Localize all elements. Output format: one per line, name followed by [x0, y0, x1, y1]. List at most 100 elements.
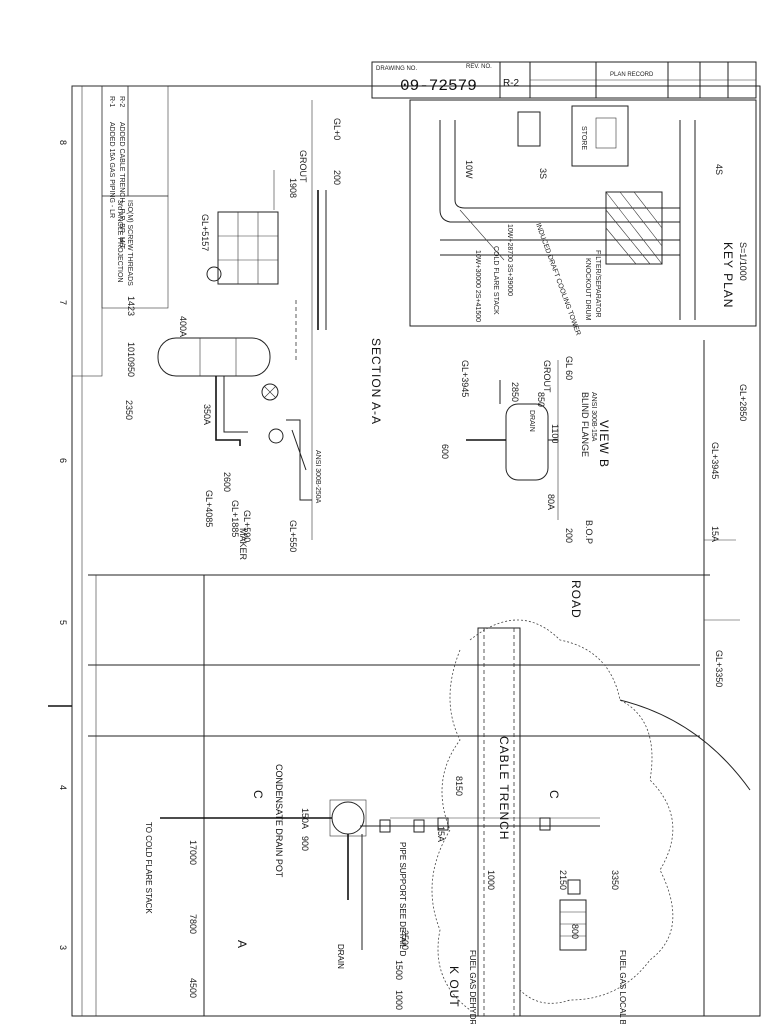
- zone-7: 7: [58, 300, 68, 305]
- store-building: [571, 105, 629, 167]
- dim-800: 800: [570, 924, 580, 939]
- aa-gl-5157: GL+5157: [200, 214, 210, 251]
- aa-dim-1423: 1423: [126, 296, 136, 316]
- aa-dim-1010: 1010: [126, 342, 136, 362]
- dim-17000: 17000: [188, 840, 198, 865]
- rev-entry-2-text: ADDED CABLE TRENCH - R.P. BR. M/T: [118, 122, 125, 250]
- fuel-gas-board: [559, 899, 587, 951]
- view-b: GL+3945 2850 850 600 1100 80A 200 GROUT …: [440, 356, 611, 544]
- plan-record-label: PLAN RECORD: [610, 72, 654, 78]
- vb-dim-200: 200: [564, 528, 574, 543]
- aa-dim-350a: 350A: [202, 404, 212, 425]
- key-plan: 10W 3S 4S STORE COLD FLARE STACK 10W+300…: [409, 99, 757, 337]
- dim-1500: 1500: [394, 960, 404, 980]
- key-plan-scale: S=1/1000: [738, 242, 748, 281]
- zone-6: 6: [58, 458, 68, 463]
- fuel-gas-dehydrator-label: FUEL GAS DEHYDRATOR: [468, 950, 477, 1024]
- zone-3: 3: [58, 945, 68, 950]
- vb-gl-3945: GL+3945: [460, 360, 470, 397]
- dim-4500: 4500: [188, 978, 198, 998]
- aa-gl-4085: GL+4085: [204, 490, 214, 527]
- dim-8150: 8150: [454, 776, 464, 796]
- key-plan-frame: [409, 99, 757, 327]
- aa-dim-950: 950: [126, 362, 136, 377]
- condensate-label: CONDENSATE DRAIN POT: [274, 764, 284, 878]
- revision-strip: 3rd ANGLE PROJECTION ISO(M) SCREW THREAD…: [71, 85, 169, 377]
- vb-blind-flange: BLIND FLANGE: [580, 392, 590, 457]
- drawing-no-label: DRAWING NO.: [376, 66, 417, 72]
- rev-entry-1-text: ADDED 15A GAS PIPING - LR: [108, 122, 115, 218]
- to-flare-stack-label: TO COLD FLARE STACK: [144, 822, 153, 914]
- zone-5: 5: [58, 620, 68, 625]
- knockout-cut-label: K OUT: [447, 966, 461, 1008]
- border-zone-numbers: 8 7 6 5 4 3: [48, 140, 72, 950]
- building-block: [517, 111, 541, 147]
- section-a-a: 1908 1423 1010 950 2350 2600 350A 400A 2…: [124, 100, 383, 561]
- projection-label: 3rd ANGLE PROJECTION: [116, 200, 123, 282]
- cable-trench: [477, 627, 521, 1017]
- road-label: ROAD: [569, 580, 583, 619]
- vb-dim-2850: 2850: [510, 382, 520, 402]
- rev-entry-2-code: R-2: [118, 96, 125, 107]
- dim-3350: 3350: [610, 870, 620, 890]
- vb-gl-60: GL 60: [564, 356, 574, 380]
- aa-maker: MAKER: [238, 528, 248, 561]
- gl-3350: GL+3350: [714, 650, 724, 687]
- thread-label: ISO(M) SCREW THREADS: [126, 200, 133, 286]
- aa-flange-spec: ANSI 300B-250A: [314, 450, 321, 504]
- dim-150a: 150A: [300, 808, 310, 829]
- dim-15a-right: 15A: [710, 526, 720, 542]
- dim-1000b: 1000: [394, 990, 404, 1010]
- revision-code: R-2: [503, 78, 520, 89]
- key-road-10w: 10W: [464, 160, 474, 179]
- drain-label: DRAIN: [336, 944, 345, 969]
- key-stack-coords-2: 10W+28700 3S+39000: [506, 224, 513, 296]
- aa-knockout-drum: [157, 337, 271, 377]
- dim-2500: 2500: [400, 930, 410, 950]
- rev-entry-1-code: R-1: [108, 96, 115, 107]
- zone-4: 4: [58, 785, 68, 790]
- aa-dim-2350: 2350: [124, 400, 134, 420]
- title-block: DRAWING NO. 09-72579 REV. NO. R-2 PLAN R…: [371, 61, 757, 99]
- vb-dim-80a: 80A: [546, 494, 556, 510]
- aa-dim-400a: 400A: [178, 316, 188, 337]
- dim-900: 900: [300, 836, 310, 851]
- key-cold-flare-stack: COLD FLARE STACK: [492, 246, 499, 315]
- key-cooling-tower: INDUCED DRAFT COOLING TOWER: [534, 222, 581, 336]
- vb-dim-1100: 1100: [550, 424, 560, 443]
- dim-7800: 7800: [188, 914, 198, 934]
- condensate-drain-pot: [331, 801, 365, 835]
- pipe-support-label: PIPE SUPPORT SEE DETAIL D: [398, 842, 407, 957]
- vb-drain: DRAIN: [528, 410, 535, 432]
- aa-dim-2600: 2600: [222, 472, 232, 492]
- drawing-number: 09-72579: [400, 77, 477, 95]
- gl-3945: GL+3945: [710, 442, 720, 479]
- aa-gl-1885: GL+1885: [230, 500, 240, 537]
- vb-drain-pot: [505, 403, 549, 481]
- section-a-marker: A: [235, 940, 249, 949]
- vb-flange-spec: ANSI 300B-15A: [590, 392, 597, 442]
- sheet-border: [71, 85, 761, 1017]
- vb-grout: GROUT: [542, 360, 552, 393]
- dim-1000: 1000: [486, 870, 496, 890]
- section-c-marker-left: C: [251, 790, 265, 800]
- aa-enclosure: [217, 211, 279, 285]
- vb-dim-600: 600: [440, 444, 450, 459]
- cable-trench-label: CABLE TRENCH: [497, 736, 511, 840]
- key-store: STORE: [580, 126, 587, 150]
- section-c-marker-right: C: [547, 790, 561, 800]
- key-filter-separator: FILTER/SEPARATOR: [594, 250, 601, 318]
- revision-cloud: [469, 619, 674, 1004]
- aa-dim-1908: 1908: [288, 178, 298, 198]
- dim-2150: 2150: [558, 870, 568, 890]
- dim-15a: 15A: [436, 826, 446, 842]
- view-b-title: VIEW B: [597, 420, 611, 468]
- fuel-gas-board-label: FUEL GAS LOCAL BOARD: [618, 950, 627, 1024]
- key-stack-coords: 10W+30000 2S+41500: [474, 250, 481, 322]
- key-road-3s: 3S: [538, 168, 548, 179]
- key-plan-title: KEY PLAN: [721, 242, 735, 308]
- gl-2850: GL+2850: [738, 384, 748, 421]
- aa-flange: [206, 266, 222, 282]
- vb-bop: B.O.P: [584, 520, 594, 544]
